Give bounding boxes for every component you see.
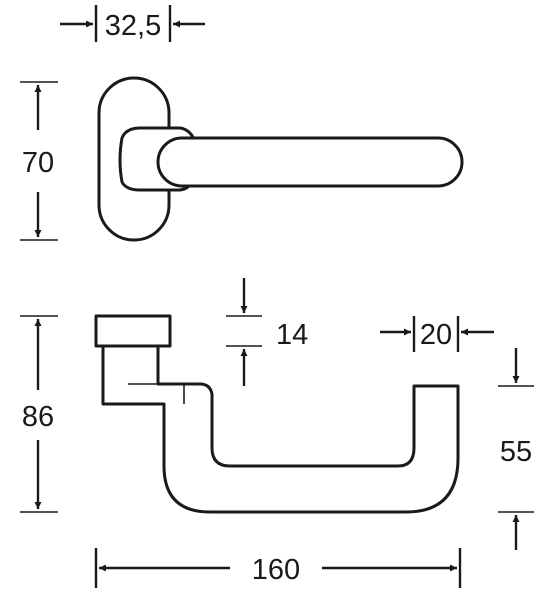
dimension-overall-height: 86 — [20, 315, 58, 513]
side-view — [94, 314, 460, 514]
dimension-label-grip-end-width: 20 — [420, 319, 452, 351]
dimension-rose-width: 32,5 — [60, 5, 205, 42]
lever-grip — [156, 136, 464, 188]
spindle-slot — [128, 383, 185, 404]
dimension-rose-height: 70 — [20, 81, 58, 241]
dimension-label-rose-height: 70 — [22, 147, 54, 179]
dimension-grip-drop: 55 — [498, 348, 534, 550]
handle-collar — [94, 314, 172, 348]
dimension-label-lever-thickness: 14 — [276, 319, 308, 351]
dimension-overall-length: 160 — [94, 548, 462, 588]
dimension-label-rose-width: 32,5 — [105, 10, 161, 42]
dimension-label-grip-drop: 55 — [500, 436, 532, 468]
dimension-label-overall-length: 160 — [252, 554, 300, 586]
dimension-grip-end-width: 20 — [380, 316, 494, 352]
dimension-label-overall-height: 86 — [22, 401, 54, 433]
dimension-lever-thickness: 14 — [226, 278, 308, 386]
lever-shank — [101, 342, 460, 514]
top-view — [97, 76, 464, 242]
